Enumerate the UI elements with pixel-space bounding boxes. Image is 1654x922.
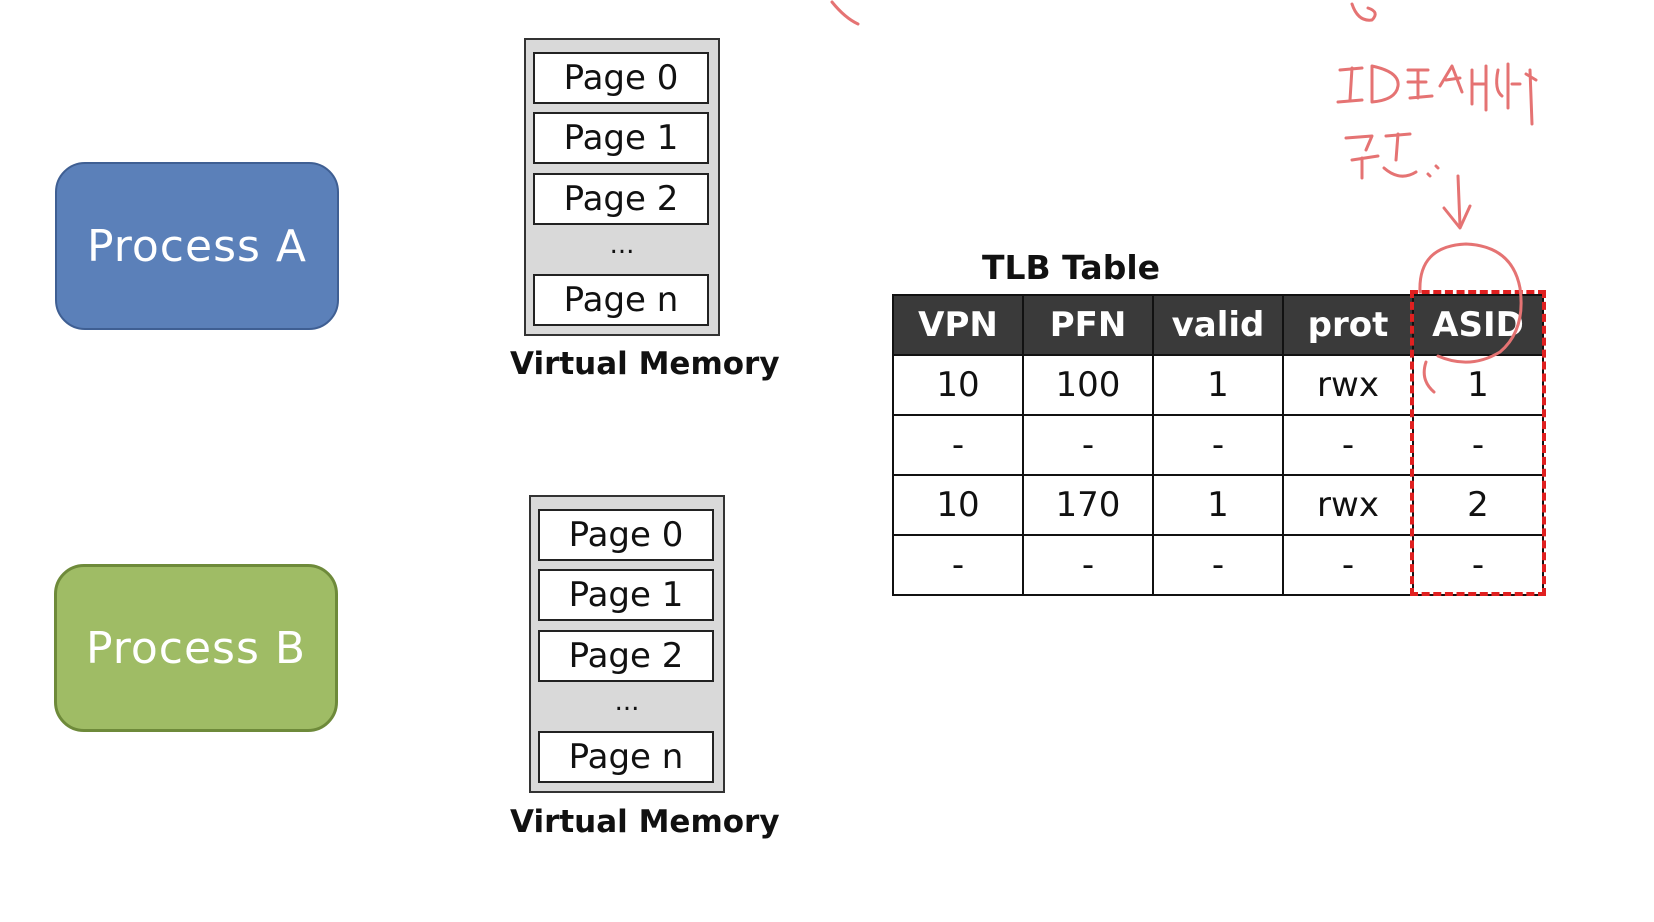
tlb-cell: - — [1282, 534, 1414, 596]
tlb-cell: - — [1152, 534, 1284, 596]
tlb-cell: - — [892, 414, 1024, 476]
vm-b-page-2: Page 2 — [538, 630, 714, 682]
tlb-cell: 1 — [1152, 354, 1284, 416]
tlb-cell: - — [1412, 414, 1544, 476]
tlb-header-row: VPN PFN valid prot ASID — [892, 294, 1544, 356]
virtual-memory-b: Page 0 Page 1 Page 2 ... Page n — [529, 495, 725, 793]
tlb-cell: - — [1152, 414, 1284, 476]
process-b-box: Process B — [54, 564, 338, 732]
tlb-cell: 1 — [1412, 354, 1544, 416]
tlb-table: VPN PFN valid prot ASID 10 100 1 rwx 1 -… — [892, 294, 1544, 596]
tlb-cell: rwx — [1282, 474, 1414, 536]
tlb-row: - - - - - — [892, 534, 1544, 596]
tlb-row: 10 170 1 rwx 2 — [892, 474, 1544, 536]
vm-a-page-2: Page 2 — [533, 173, 709, 225]
vm-b-page-1: Page 1 — [538, 569, 714, 621]
vm-a-page-0: Page 0 — [533, 52, 709, 104]
tlb-cell: 10 — [892, 354, 1024, 416]
tlb-cell: 100 — [1022, 354, 1154, 416]
tlb-cell: 1 — [1152, 474, 1284, 536]
tlb-title: TLB Table — [982, 248, 1161, 287]
tlb-row: 10 100 1 rwx 1 — [892, 354, 1544, 416]
vm-b-page-0: Page 0 — [538, 509, 714, 561]
tlb-cell: - — [1412, 534, 1544, 596]
tlb-header-prot: prot — [1282, 294, 1414, 356]
tlb-header-pfn: PFN — [1022, 294, 1154, 356]
vm-b-page-n: Page n — [538, 731, 714, 783]
tlb-cell: - — [1282, 414, 1414, 476]
vm-b-label: Virtual Memory — [510, 804, 780, 840]
vm-a-label: Virtual Memory — [510, 346, 780, 382]
process-a-box: Process A — [55, 162, 339, 330]
tlb-cell: - — [1022, 534, 1154, 596]
tlb-header-asid: ASID — [1412, 294, 1544, 356]
tlb-header-vpn: VPN — [892, 294, 1024, 356]
tlb-cell: - — [1022, 414, 1154, 476]
tlb-cell: 10 — [892, 474, 1024, 536]
tlb-cell: 170 — [1022, 474, 1154, 536]
vm-a-page-1: Page 1 — [533, 112, 709, 164]
virtual-memory-a: Page 0 Page 1 Page 2 ... Page n — [524, 38, 720, 336]
tlb-cell: 2 — [1412, 474, 1544, 536]
tlb-cell: - — [892, 534, 1024, 596]
tlb-header-valid: valid — [1152, 294, 1284, 356]
vm-a-ellipsis: ... — [609, 230, 635, 260]
vm-a-page-n: Page n — [533, 274, 709, 326]
vm-b-ellipsis: ... — [614, 687, 640, 717]
tlb-row: - - - - - — [892, 414, 1544, 476]
tlb-cell: rwx — [1282, 354, 1414, 416]
